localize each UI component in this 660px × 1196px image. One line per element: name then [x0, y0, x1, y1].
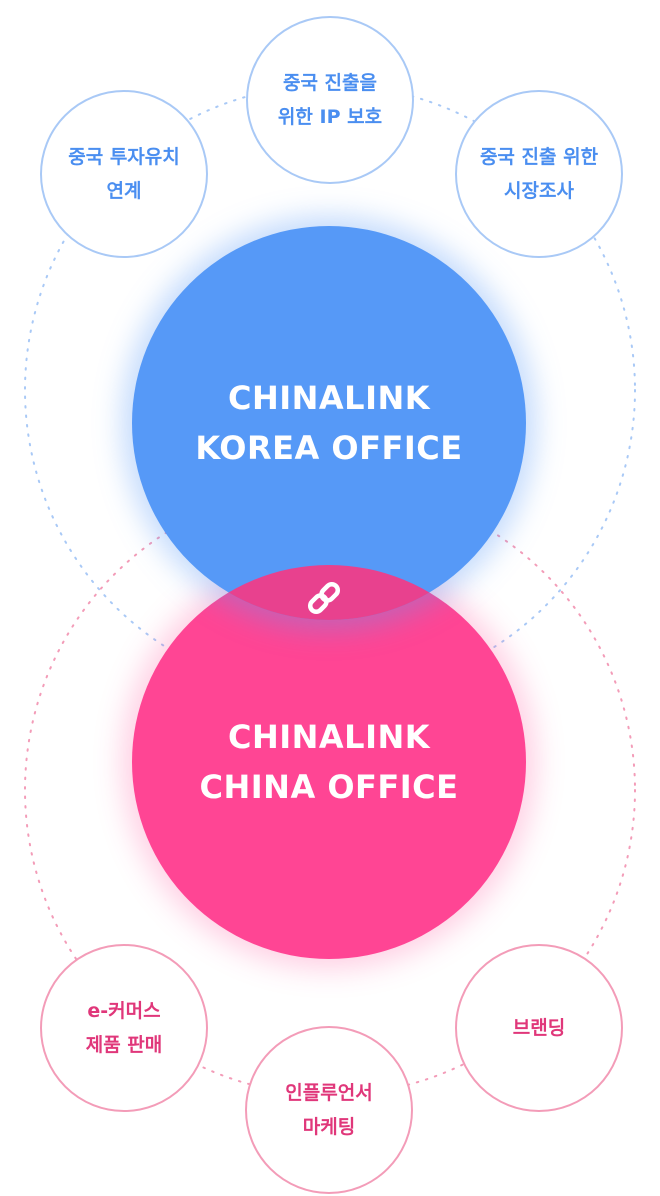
china-service-influencer: 인플루언서 마케팅: [245, 1026, 413, 1194]
korea-service-research: 중국 진출 위한 시장조사: [455, 90, 623, 258]
service-label-line1: 중국 투자유치: [68, 146, 180, 168]
china-office-circle: CHINALINK CHINA OFFICE: [132, 565, 526, 959]
korea-service-ip: 중국 진출을 위한 IP 보호: [246, 16, 414, 184]
korea-office-line2: KOREA OFFICE: [195, 429, 463, 467]
korea-office-circle: CHINALINK KOREA OFFICE: [132, 226, 526, 620]
service-label-line2: 마케팅: [302, 1116, 356, 1138]
service-label-line1: e-커머스: [87, 1000, 161, 1022]
chain-link-icon: [307, 581, 341, 615]
service-label-line1: 중국 진출을: [282, 72, 377, 94]
service-label-line2: 연계: [106, 180, 142, 202]
korea-service-investment: 중국 투자유치 연계: [40, 90, 208, 258]
china-office-line1: CHINALINK: [227, 718, 431, 756]
china-service-ecommerce: e-커머스 제품 판매: [40, 944, 208, 1112]
service-label-line1: 브랜딩: [512, 1017, 566, 1039]
china-service-branding: 브랜딩: [455, 944, 623, 1112]
service-label-line1: 중국 진출 위한: [479, 146, 599, 168]
service-label-line2: 시장조사: [504, 180, 574, 202]
service-label-line1: 인플루언서: [285, 1082, 373, 1104]
china-office-line2: CHINA OFFICE: [199, 768, 459, 806]
service-label-line2: 위한 IP 보호: [277, 106, 383, 128]
service-label-line2: 제품 판매: [85, 1034, 163, 1056]
korea-office-line1: CHINALINK: [227, 379, 431, 417]
